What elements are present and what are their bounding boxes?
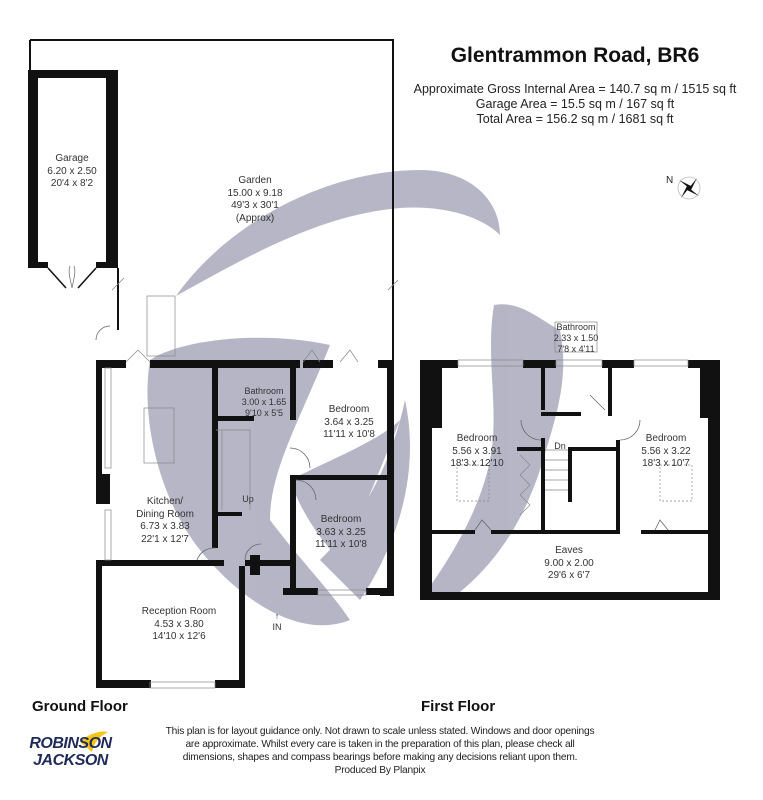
- room-name: Kitchen/: [146, 496, 184, 507]
- room-name: Bathroom: [244, 386, 284, 396]
- entrance-text: IN: [272, 622, 282, 632]
- room-name-2: Dining Room: [136, 508, 194, 520]
- room-bathroom-first: Bathroom 2.33 x 1.50 7'8 x 4'11: [554, 322, 599, 355]
- room-size-imperial: 22'1 x 12'7: [141, 533, 189, 545]
- room-reception: Reception Room 4.53 x 3.80 14'10 x 12'6: [142, 606, 216, 644]
- room-size-metric: 6.73 x 3.83: [140, 521, 190, 532]
- room-eaves: Eaves 9.00 x 2.00 29'6 x 6'7: [544, 545, 593, 583]
- room-bedroom-ground-2: Bedroom 3.63 x 3.25 11'11 x 10'8: [315, 514, 367, 552]
- ground-floor-walls: [96, 360, 393, 688]
- compass-icon: [677, 176, 701, 200]
- room-size-metric: 6.20 x 2.50: [47, 165, 97, 177]
- room-bedroom-first-2: Bedroom 5.56 x 3.22 18'3 x 10'7: [641, 433, 690, 471]
- room-size-metric: 9.00 x 2.00: [544, 557, 594, 569]
- room-size-imperial: 49'3 x 30'1: [231, 200, 279, 211]
- room-bedroom-ground-1: Bedroom 3.64 x 3.25 11'11 x 10'8: [323, 404, 375, 442]
- watermark-logo: [147, 170, 564, 626]
- room-note: (Approx): [235, 212, 275, 224]
- first-floor-walls: [420, 360, 720, 600]
- entrance-label: ↑ IN: [273, 612, 282, 634]
- stairs-down-label: Dn: [554, 441, 566, 451]
- room-bedroom-first-1: Bedroom 5.56 x 3.91 18'3 x 12'10: [450, 433, 503, 471]
- logo-line-2: JACKSON: [33, 752, 108, 769]
- area-summary: Approximate Gross Internal Area = 140.7 …: [390, 82, 760, 127]
- logo-accent-icon: [80, 731, 108, 752]
- room-kitchen-dining: Kitchen/ Dining Room 6.73 x 3.83 22'1 x …: [136, 496, 194, 546]
- garage-walls: [28, 70, 118, 289]
- room-name: Bathroom: [556, 322, 596, 332]
- room-size-imperial: 29'6 x 6'7: [547, 570, 591, 581]
- room-size-imperial: 18'3 x 12'10: [450, 458, 504, 469]
- room-garage: Garage 6.20 x 2.50 20'4 x 8'2: [47, 153, 96, 191]
- room-size-imperial: 11'11 x 10'8: [323, 429, 375, 440]
- producer-credit: Produced By Planpix: [334, 765, 426, 776]
- logo-line-1: ROBINSON: [29, 735, 112, 752]
- entrance-arrow-icon: ↑: [274, 611, 280, 621]
- room-size-metric: 15.00 x 9.18: [227, 187, 283, 199]
- room-name: Bedroom: [320, 514, 362, 525]
- room-name: Bedroom: [645, 433, 687, 444]
- room-size-imperial: 11'11 x 10'8: [315, 539, 367, 550]
- room-size-metric: 5.56 x 3.22: [641, 445, 691, 457]
- first-floor-label: First Floor: [421, 698, 496, 715]
- room-name: Eaves: [555, 545, 583, 556]
- room-name: Garage: [55, 153, 89, 164]
- property-title: Glentrammon Road, BR6: [450, 44, 700, 67]
- room-size-metric: 5.56 x 3.91: [452, 445, 502, 457]
- stairs-up-label: Up: [242, 494, 254, 504]
- gross-internal-area: Approximate Gross Internal Area = 140.7 …: [413, 82, 737, 96]
- total-area: Total Area = 156.2 sq m / 1681 sq ft: [476, 112, 674, 126]
- room-size-metric: 3.63 x 3.25: [316, 526, 366, 538]
- room-name: Bedroom: [456, 433, 498, 444]
- room-size-imperial: 14'10 x 12'6: [152, 631, 206, 642]
- room-size-imperial: 18'3 x 10'7: [642, 458, 690, 469]
- ground-floor-label: Ground Floor: [32, 698, 128, 715]
- room-bathroom-ground: Bathroom 3.00 x 1.65 9'10 x 5'5: [242, 386, 287, 419]
- room-size-imperial: 9'10 x 5'5: [245, 408, 283, 418]
- disclaimer: This plan is for layout guidance only. N…: [140, 725, 620, 777]
- room-size-metric: 4.53 x 3.80: [154, 618, 204, 630]
- room-size-metric: 3.00 x 1.65: [241, 397, 287, 407]
- room-name: Reception Room: [141, 606, 217, 617]
- disclaimer-line: are approximate. Whilst every care is ta…: [185, 739, 575, 750]
- room-size-metric: 2.33 x 1.50: [553, 333, 599, 343]
- room-name: Bedroom: [328, 404, 370, 415]
- compass-north-label: N: [666, 175, 674, 186]
- garage-area: Garage Area = 15.5 sq m / 167 sq ft: [475, 97, 675, 111]
- agency-logo: ROBINSON JACKSON: [28, 735, 113, 769]
- disclaimer-line: This plan is for layout guidance only. N…: [165, 726, 595, 737]
- room-size-imperial: 20'4 x 8'2: [50, 178, 94, 189]
- room-name: Garden: [238, 175, 272, 186]
- room-size-imperial: 7'8 x 4'11: [557, 344, 595, 354]
- disclaimer-line: dimensions, shapes and compass bearings …: [182, 752, 578, 763]
- room-garden: Garden 15.00 x 9.18 49'3 x 30'1 (Approx): [227, 175, 282, 225]
- room-size-metric: 3.64 x 3.25: [324, 416, 374, 428]
